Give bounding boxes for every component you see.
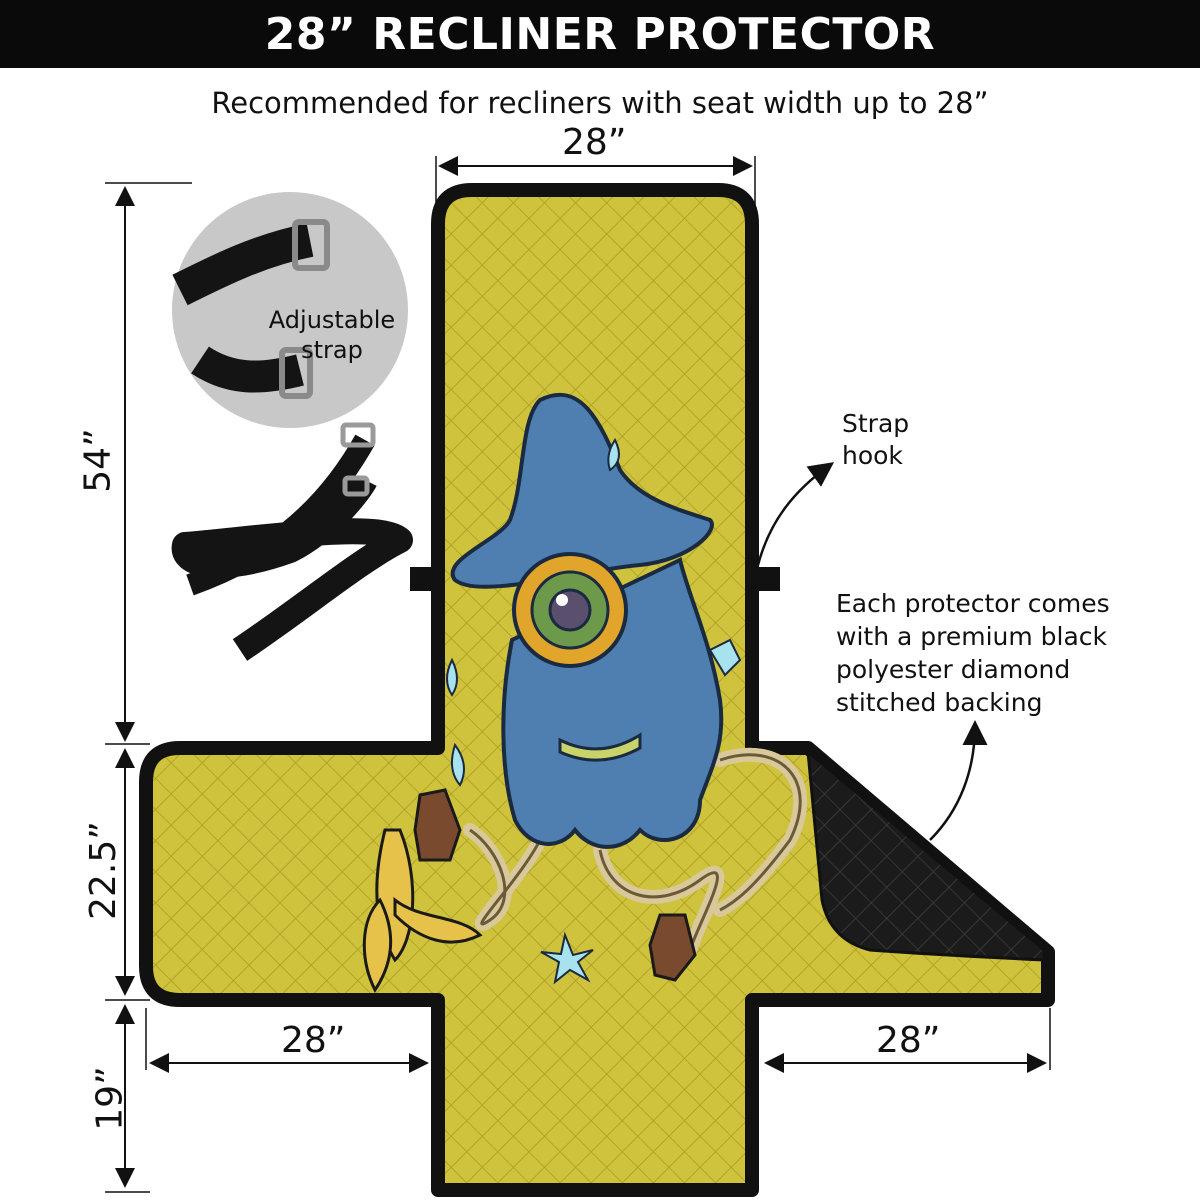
loose-strap bbox=[171, 422, 413, 661]
dimension-lines bbox=[105, 156, 1051, 1193]
dim-left-arm: 28” bbox=[281, 1020, 346, 1061]
dim-top-width: 28” bbox=[562, 122, 627, 163]
dim-height-back: 54” bbox=[77, 428, 119, 493]
backing-line-2: with a premium black bbox=[836, 622, 1108, 651]
strap-photo bbox=[172, 192, 408, 428]
page-title: 28” RECLINER PROTECTOR bbox=[264, 8, 936, 60]
strap-hook-label-line2: hook bbox=[842, 441, 903, 470]
adjustable-strap-label: Adjustable strap bbox=[268, 306, 396, 364]
dim-height-seat: 22.5” bbox=[82, 821, 124, 920]
dim-right-arm: 28” bbox=[876, 1020, 941, 1061]
backing-arrow-icon bbox=[929, 720, 988, 841]
black-backing-fold bbox=[806, 748, 1046, 962]
subtitle: Recommended for recliners with seat widt… bbox=[211, 86, 989, 120]
strap-hook-arrow-icon bbox=[756, 462, 835, 566]
backing-line-1: Each protector comes bbox=[836, 589, 1110, 618]
strap-hook-label-line1: Strap bbox=[842, 409, 910, 438]
sneaker bbox=[413, 788, 462, 862]
dim-height-footrest: 19” bbox=[89, 1066, 131, 1131]
backing-line-3: polyester diamond bbox=[836, 655, 1071, 684]
backing-line-4: stitched backing bbox=[836, 688, 1043, 717]
title-banner: 28” RECLINER PROTECTOR bbox=[0, 0, 1200, 68]
creature-illustration bbox=[362, 392, 808, 993]
